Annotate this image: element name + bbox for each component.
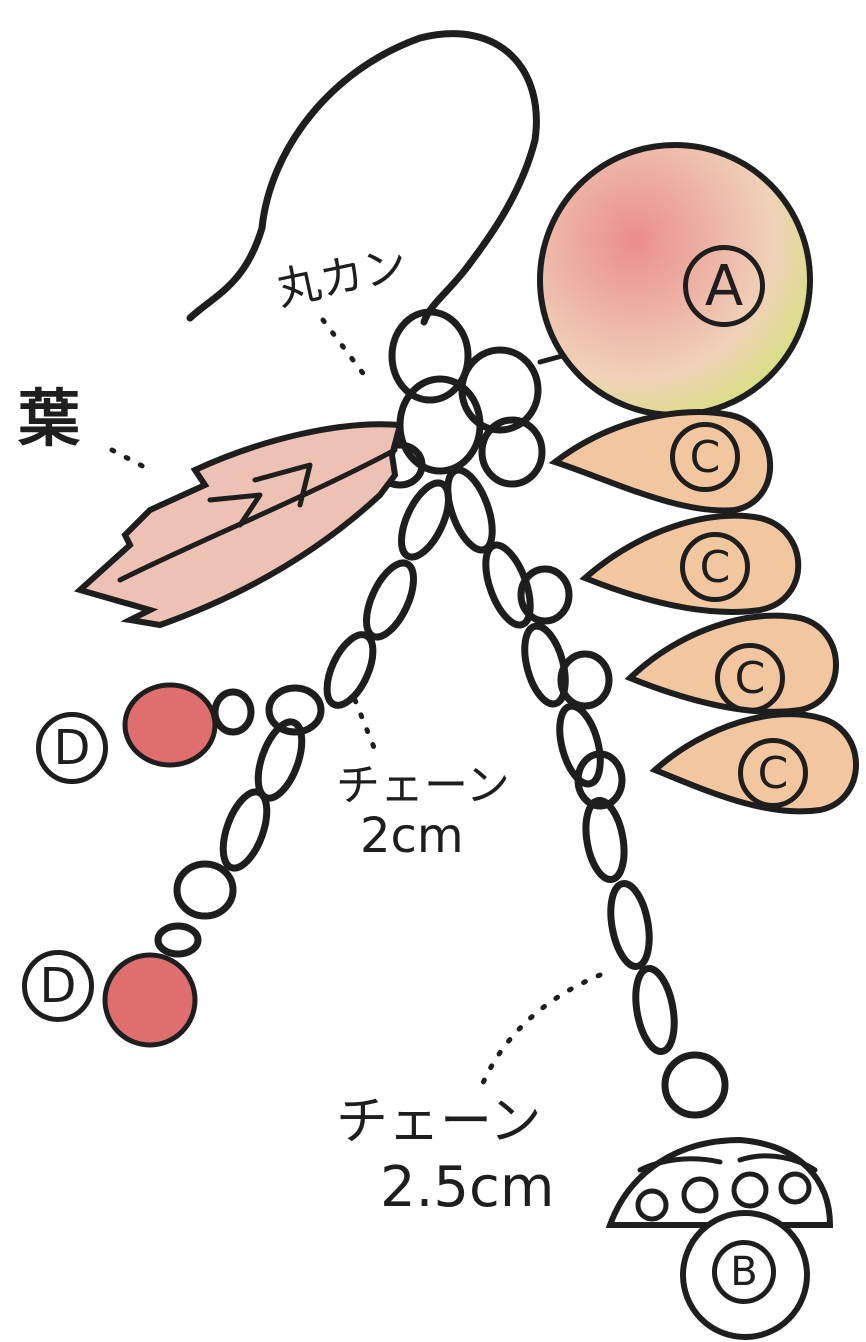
part-a-marker: A — [683, 245, 765, 327]
bead-d-2 — [105, 955, 195, 1045]
part-c-marker-1: C — [670, 422, 740, 492]
part-d-marker-2: D — [22, 950, 94, 1022]
part-d-marker-1: D — [36, 712, 108, 784]
part-c-marker-2: C — [680, 532, 750, 602]
bead-a — [540, 145, 810, 415]
chain-short-length: 2cm — [360, 812, 464, 860]
part-c-marker-4: C — [738, 738, 808, 808]
leaf-label: 葉 — [18, 388, 80, 450]
part-b-marker: B — [712, 1240, 776, 1304]
chain-long-length: 2.5cm — [380, 1160, 554, 1216]
bead-d-1 — [125, 685, 215, 765]
jump-rings — [378, 312, 542, 485]
part-c-marker-3: C — [715, 643, 785, 713]
chain-short-label: チェーン — [336, 764, 510, 808]
chain-long-label: チェーン — [336, 1096, 541, 1148]
leaf — [80, 424, 400, 625]
